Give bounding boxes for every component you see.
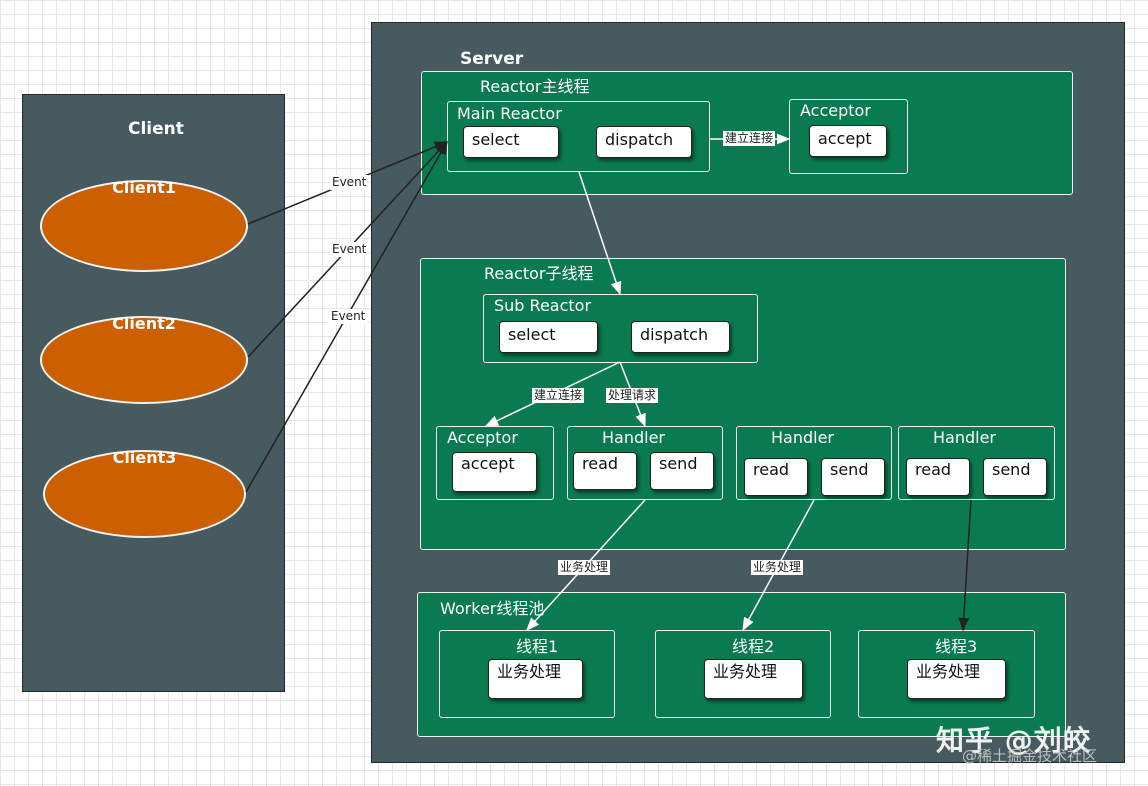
thread-2-task[interactable]: 业务处理 [704, 659, 803, 699]
handler-3-send-button[interactable]: send [983, 458, 1047, 496]
server-title: Server [460, 49, 524, 69]
reactor-sub-thread-title: Reactor子线程 [484, 264, 594, 283]
handler-1-title: Handler [602, 428, 665, 447]
watermark-main: 知乎 @刘皎 [936, 724, 1092, 757]
sub-reactor-title: Sub Reactor [494, 296, 592, 315]
event-label-1: Event [330, 175, 369, 190]
event-label-3: Event [329, 309, 368, 324]
handler-1-send-button[interactable]: send [650, 452, 714, 490]
business-label-1: 业务处理 [558, 560, 611, 575]
client2-label: Client2 [112, 314, 176, 333]
handler-2-send-button[interactable]: send [821, 458, 885, 496]
main-dispatch-button[interactable]: dispatch [596, 126, 692, 158]
main-reactor-title: Main Reactor [457, 104, 562, 123]
sub-acceptor-title: Acceptor [447, 428, 518, 447]
handler-2-title: Handler [771, 428, 834, 447]
main-acceptor-title: Acceptor [800, 101, 871, 120]
client1-node[interactable]: Client1 [40, 178, 248, 272]
sub-accept-button[interactable]: accept [452, 452, 537, 492]
thread-3-title: 线程3 [935, 637, 978, 656]
thread-1-title: 线程1 [516, 637, 559, 656]
watermark-sub: @稀土掘金技术社区 [962, 747, 1098, 765]
main-select-button[interactable]: select [463, 126, 559, 158]
business-label-2: 业务处理 [751, 560, 804, 575]
handler-3-title: Handler [933, 428, 996, 447]
client3-label: Client3 [112, 448, 177, 467]
handler-1-read-button[interactable]: read [573, 452, 637, 490]
reactor-main-thread-title: Reactor主线程 [480, 77, 590, 96]
client2-node[interactable]: Client2 [40, 314, 248, 404]
thread-2-title: 线程2 [732, 637, 775, 656]
handler-2-read-button[interactable]: read [744, 458, 808, 496]
client-title: Client [128, 119, 184, 139]
handler-3-read-button[interactable]: read [906, 458, 970, 496]
sub-select-button[interactable]: select [499, 321, 598, 353]
main-accept-button[interactable]: accept [809, 125, 887, 157]
thread-1-task[interactable]: 业务处理 [488, 659, 583, 699]
sub-connect-label: 建立连接 [532, 388, 585, 403]
worker-pool-title: Worker线程池 [440, 599, 545, 618]
sub-request-label: 处理请求 [606, 388, 659, 403]
main-connect-label: 建立连接 [723, 131, 776, 146]
client1-label: Client1 [112, 178, 176, 197]
thread-3-task[interactable]: 业务处理 [907, 659, 1006, 699]
event-label-2: Event [330, 242, 369, 257]
client3-node[interactable]: Client3 [43, 448, 246, 538]
sub-dispatch-button[interactable]: dispatch [631, 321, 730, 353]
